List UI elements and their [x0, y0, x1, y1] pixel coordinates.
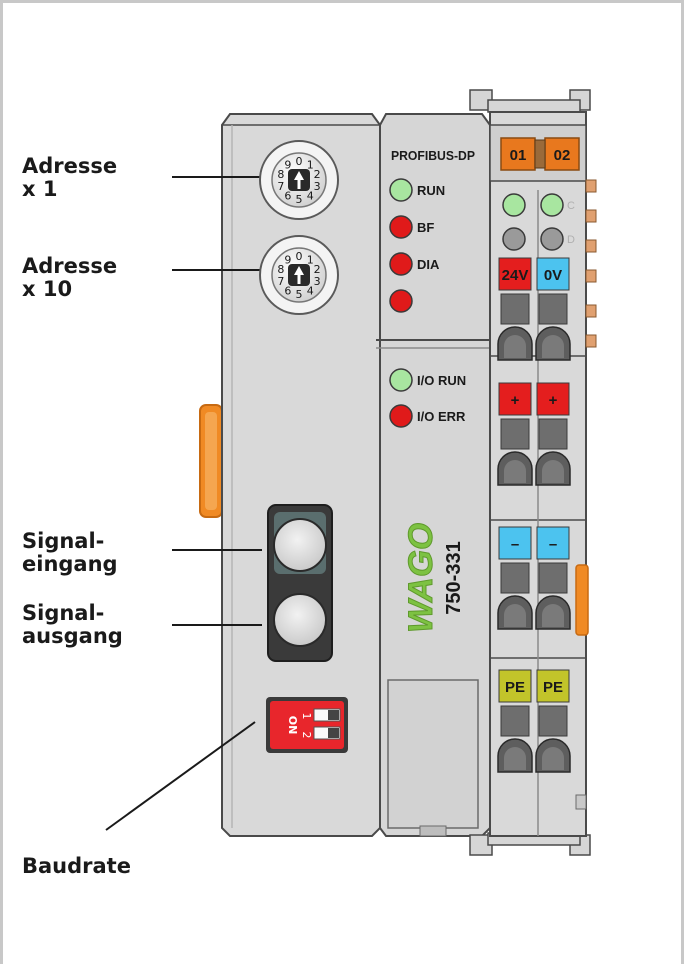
dial-digit-5: 5	[296, 193, 303, 206]
terminal-marker	[536, 526, 570, 560]
callout-lines	[105, 176, 262, 831]
callout-signal-output: Signal- ausgang	[22, 601, 123, 648]
dial-digit-3: 3	[314, 275, 321, 288]
model-number: 750-331	[443, 541, 465, 614]
top-terminal-group: 01 02	[500, 137, 580, 171]
terminal-push-button[interactable]	[500, 705, 530, 737]
dip-position-1-label: 1	[300, 713, 313, 720]
callout-address-x1: Adresse x 1	[22, 154, 118, 201]
terminal-push-button[interactable]	[538, 705, 568, 737]
terminal-push-button[interactable]	[500, 418, 530, 450]
power-led-c-icon	[502, 193, 526, 217]
led-label: BF	[417, 220, 434, 235]
terminal-marker	[498, 382, 532, 416]
wago-logo-text: WAGO	[402, 523, 440, 633]
dial-digit-1: 1	[307, 254, 314, 267]
dip-position-2-label: 2	[300, 732, 313, 739]
terminal-push-button[interactable]	[538, 418, 568, 450]
terminal-01	[500, 137, 536, 171]
dial-digit-5: 5	[296, 288, 303, 301]
power-led-label: D	[567, 234, 575, 246]
terminal-02	[544, 137, 580, 171]
dip-on-label: ON	[286, 716, 299, 735]
terminal-marker	[498, 257, 532, 291]
terminal-label: –	[511, 536, 519, 553]
led-i-o-run-icon	[389, 368, 413, 392]
dial-digit-7: 7	[277, 180, 284, 193]
terminal-marker	[536, 669, 570, 703]
dial-digit-0: 0	[296, 250, 303, 263]
power-led-label: C	[567, 200, 575, 212]
led-unlabeled-icon	[389, 289, 413, 313]
dial-digit-9: 9	[284, 254, 291, 267]
led-dia-icon	[389, 252, 413, 276]
signal-output-port[interactable]	[273, 593, 327, 647]
dial-digit-3: 3	[314, 180, 321, 193]
power-contact-led-group: CD	[502, 193, 575, 251]
terminal-label: 24V	[502, 267, 529, 284]
model-number-text: 750-331	[443, 541, 465, 614]
terminal-label: 0V	[544, 267, 562, 284]
terminal-label: –	[549, 536, 557, 553]
dial-digit-7: 7	[277, 275, 284, 288]
dial-digit-2: 2	[314, 263, 321, 276]
fiber-optic-connector	[267, 504, 333, 662]
callout-address-x10: Adresse x 10	[22, 254, 118, 301]
dial-digit-1: 1	[307, 159, 314, 172]
led-label: I/O ERR	[417, 409, 466, 424]
terminal-rows: 24V 0V + + – – PE PE	[497, 257, 571, 773]
terminal-push-button[interactable]	[538, 293, 568, 325]
signal-input-port[interactable]	[273, 518, 327, 572]
baudrate-dip-switch[interactable]: ON 1 2	[266, 697, 348, 753]
power-led-c-icon	[540, 193, 564, 217]
terminal-label: +	[511, 392, 520, 409]
dial-digit-4: 4	[307, 189, 314, 202]
dial-digit-0: 0	[296, 155, 303, 168]
terminal-label: +	[549, 392, 558, 409]
bus-name-label: PROFIBUS-DP	[391, 148, 475, 163]
dial-digit-6: 6	[284, 284, 291, 297]
terminal-marker	[536, 382, 570, 416]
led-label: I/O RUN	[417, 373, 466, 388]
dial-arrow-icon	[294, 266, 304, 284]
dial-digit-2: 2	[314, 168, 321, 181]
terminal-label: PE	[505, 679, 525, 696]
dial-digit-8: 8	[277, 168, 284, 181]
io-led-group: I/O RUN I/O ERR	[389, 368, 466, 428]
terminal-marker	[498, 526, 532, 560]
power-led-d-icon	[540, 227, 564, 251]
terminal-marker	[498, 669, 532, 703]
terminal-marker	[536, 257, 570, 291]
terminal-push-button[interactable]	[500, 293, 530, 325]
terminal-push-button[interactable]	[538, 562, 568, 594]
led-bf-icon	[389, 215, 413, 239]
terminal-label: PE	[543, 679, 563, 696]
led-label: RUN	[417, 183, 445, 198]
dial-digit-4: 4	[307, 284, 314, 297]
callout-baudrate: Baudrate	[22, 854, 131, 878]
callout-signal-input: Signal- eingang	[22, 529, 118, 576]
wago-logo: WAGO	[402, 523, 441, 634]
dial-arrow-icon	[294, 171, 304, 189]
terminal-push-button[interactable]	[500, 562, 530, 594]
terminal-label: 02	[554, 147, 571, 164]
dial-digit-8: 8	[277, 263, 284, 276]
led-label: DIA	[417, 257, 440, 272]
fieldbus-led-group: RUN BF DIA	[389, 178, 445, 313]
dial-digit-9: 9	[284, 159, 291, 172]
led-i-o-err-icon	[389, 404, 413, 428]
power-led-d-icon	[502, 227, 526, 251]
dial-digit-6: 6	[284, 189, 291, 202]
terminal-label: 01	[510, 147, 527, 164]
din-rail-latch	[199, 404, 223, 518]
led-run-icon	[389, 178, 413, 202]
